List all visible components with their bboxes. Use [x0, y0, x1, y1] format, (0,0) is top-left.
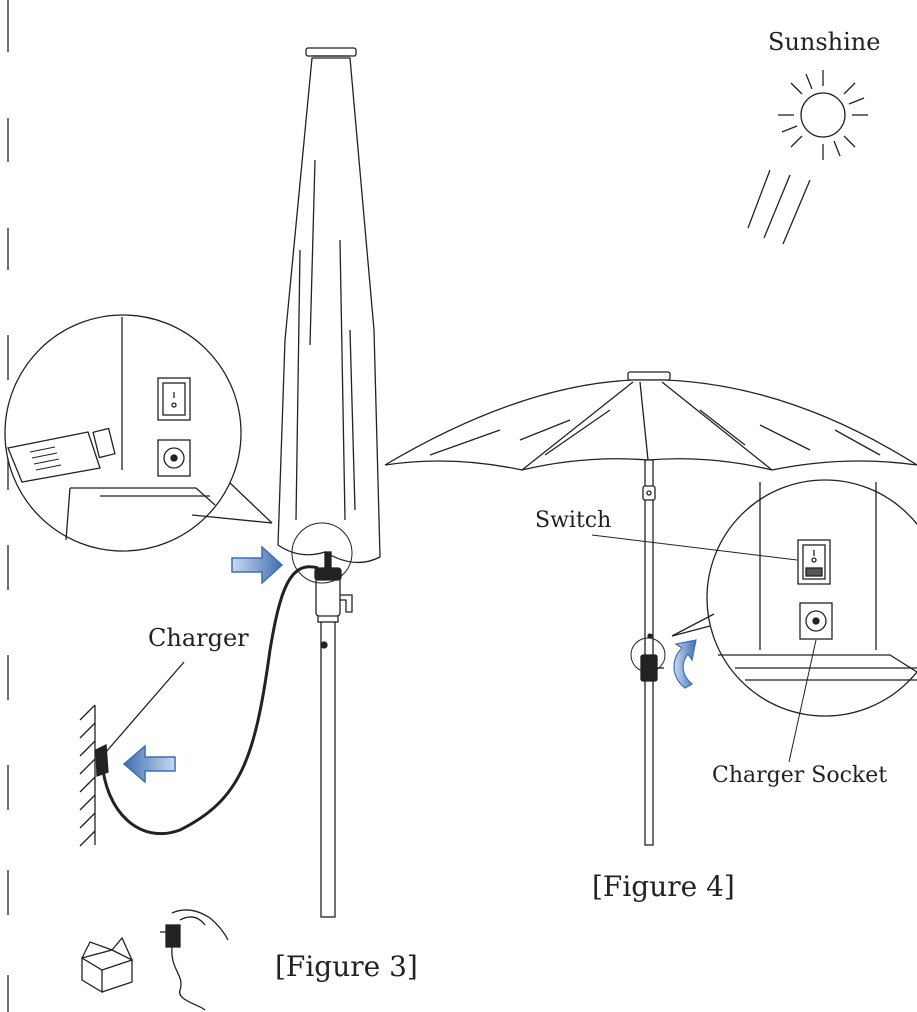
figure3-caption: [Figure 3]: [275, 950, 418, 983]
charger-label: Charger: [148, 624, 249, 652]
figure4-caption: [Figure 4]: [592, 870, 735, 903]
pole-fig4: [630, 459, 666, 846]
magnifier-callout-fig4: [671, 479, 917, 717]
rotate-arrow-icon: [673, 639, 697, 689]
leader-lines: [591, 534, 817, 763]
hand-adapter-icon: [160, 909, 229, 1011]
box-icon: [80, 936, 134, 994]
wall-hatch-icon: [79, 661, 185, 847]
arrow-right-icon: [231, 545, 284, 585]
open-umbrella: [384, 371, 917, 471]
charger-cable: [100, 565, 319, 836]
magnifier-callout-fig3: [4, 314, 273, 552]
arrow-left-icon: [122, 744, 176, 784]
switch-label: Switch: [535, 508, 612, 533]
closed-umbrella: [277, 47, 381, 564]
sunshine-label: Sunshine: [768, 28, 881, 56]
charger-socket-label: Charger Socket: [712, 763, 888, 788]
sun-icon: [747, 70, 868, 245]
pole-fig3: [291, 522, 353, 918]
